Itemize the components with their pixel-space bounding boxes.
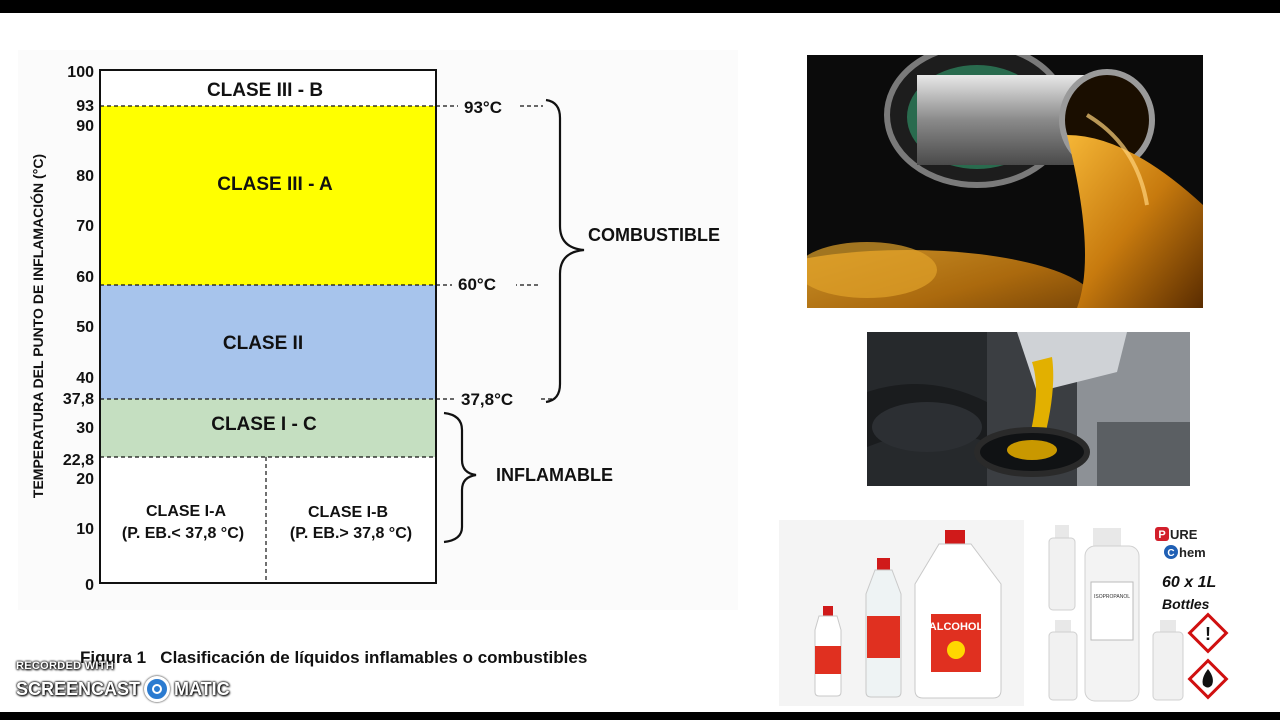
watermark-screencast: SCREENCAST (16, 678, 141, 699)
tick-label: 60 (76, 269, 94, 286)
watermark-brand: SCREENCAST MATIC (16, 676, 230, 702)
zone-ia-ib (100, 457, 436, 583)
tick-label: 22,8 (63, 452, 94, 469)
tick-label: 90 (76, 118, 94, 135)
tick-label: 0 (85, 577, 94, 594)
group-label-inflamable: INFLAMABLE (496, 465, 613, 485)
pack-size-line-1: 60 x 1L (1162, 574, 1216, 591)
label-clase-ic: CLASE I - C (211, 414, 317, 435)
inflamable-brace (443, 411, 477, 544)
svg-text:!: ! (1205, 624, 1211, 644)
diagram-frame (99, 69, 437, 584)
purechem-bottles-photo: ISOPROPANOL P URE C hem 60 x 1L Bottles … (1043, 520, 1233, 706)
svg-text:P: P (1158, 529, 1165, 541)
tick-label: 50 (76, 319, 94, 336)
boundary-label-93: 93°C (464, 98, 502, 117)
tick-label: 30 (76, 420, 94, 437)
engine-oil-photo (867, 332, 1190, 486)
tick-label: 93 (76, 98, 94, 115)
figure-caption: Figura 1 Clasificación de líquidos infla… (80, 648, 588, 667)
svg-text:C: C (1167, 548, 1174, 559)
fuel-pour-photo (807, 55, 1203, 308)
flame-hazard-icon (1187, 658, 1229, 700)
alcohol-label-text: ALCOHOL (929, 621, 984, 633)
pack-size-line-2: Bottles (1162, 596, 1210, 612)
watermark-matic: MATIC (174, 678, 230, 699)
label-clase-ia: CLASE I-A (146, 503, 226, 520)
note-clase-ib: (P. EB.> 37,8 °C) (290, 525, 412, 542)
tick-label: 20 (76, 471, 94, 488)
bottom-black-bar (0, 712, 1280, 720)
alcohol-bottles-photo: ALCOHOL (779, 520, 1024, 706)
boundary-label-60: 60°C (458, 275, 496, 294)
combustible-brace (545, 98, 585, 404)
zone-iiia (100, 106, 436, 285)
screencast-watermark: RECORDED WITH SCREENCAST MATIC (16, 660, 230, 702)
tick-label: 80 (76, 168, 94, 185)
label-clase-ib: CLASE I-B (308, 504, 388, 521)
zone-ii (100, 285, 436, 399)
brand-line-2: hem (1179, 545, 1206, 560)
label-backing (452, 275, 516, 295)
tick-label: 100 (67, 64, 94, 81)
label-backing (456, 389, 538, 409)
isopropanol-label-text: ISOPROPANOL (1094, 594, 1130, 600)
label-clase-iiib: CLASE III - B (207, 80, 323, 101)
zone-iiib (100, 70, 436, 106)
group-label-combustible: COMBUSTIBLE (588, 225, 720, 245)
classification-figure: TEMPERATURA DEL PUNTO DE INFLAMACIÓN (°C… (18, 50, 738, 610)
note-clase-ia: (P. EB.< 37,8 °C) (122, 525, 244, 542)
brand-line-1: URE (1170, 527, 1198, 542)
watermark-recorded-with: RECORDED WITH (16, 660, 115, 672)
zone-ic (100, 399, 436, 457)
y-axis-title: TEMPERATURA DEL PUNTO DE INFLAMACIÓN (°C… (29, 154, 46, 498)
classification-diagram: TEMPERATURA DEL PUNTO DE INFLAMACIÓN (°C… (29, 64, 720, 594)
label-clase-iiia: CLASE III - A (217, 174, 333, 195)
tick-label: 37,8 (63, 391, 94, 408)
tick-label: 70 (76, 218, 94, 235)
label-backing (458, 96, 520, 116)
tick-label: 10 (76, 521, 94, 538)
label-clase-ii: CLASE II (223, 333, 303, 354)
screencast-logo-icon (144, 676, 171, 702)
tick-label: 40 (76, 370, 94, 387)
exclamation-hazard-icon: ! (1187, 612, 1229, 654)
boundary-label-378: 37,8°C (461, 390, 513, 409)
top-black-bar (0, 0, 1280, 13)
